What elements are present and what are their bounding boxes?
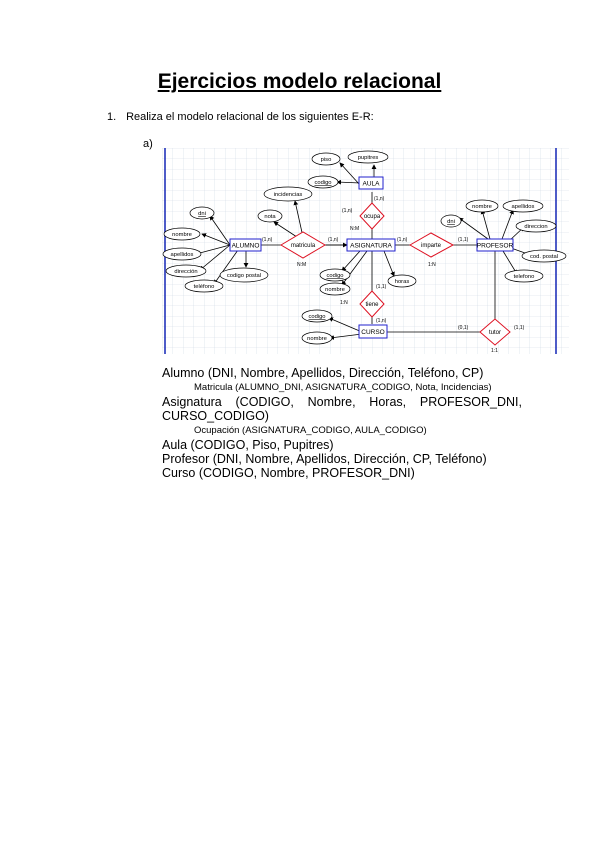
card-asignatura-imparte: (1,n) [397,237,408,243]
entity-alumno [229,238,262,252]
attribute-asignatura-horas [387,274,417,288]
attribute-curso-codigo-label: codigo [308,314,325,320]
card-ocupa-aula: (1,n) [374,196,385,202]
relationship-tutor [479,318,511,346]
card-tutor-ratio: 1:1 [491,348,498,354]
attribute-asignatura-nombre-label: nombre [325,287,345,293]
relationship-tiene [359,290,385,318]
attribute-aula-pupitres [347,150,389,164]
attribute-asignatura-codigo [319,268,351,282]
relationship-ocupa [359,202,385,230]
attribute-profesor-apellidos-label: apellidos [512,204,535,210]
card-asignatura-tiene: (1,1) [376,284,387,290]
entity-curso-label: CURSO [361,329,384,336]
attribute-asignatura-horas-label: horas [395,279,410,285]
entity-asignatura [346,238,396,252]
attribute-alumno-dni-label: dni [198,211,206,217]
attribute-alumno-nombre [163,227,201,241]
relationship-matricula [280,231,326,259]
entity-aula [358,176,384,190]
attribute-alumno-apellidos [162,247,202,261]
relation-alumno: Alumno (DNI, Nombre, Apellidos, Direcció… [162,366,484,380]
attribute-matricula-nota [257,209,283,223]
attribute-asignatura-nombre [319,282,351,296]
attribute-profesor-telefono-label: telefono [514,274,535,280]
card-tutor-profesor: (1,1) [514,325,525,331]
card-asignatura-ocupa: (1,n) [342,208,353,214]
relational-schema: Alumno (DNI, Nombre, Apellidos, Direcció… [162,366,522,480]
card-matricula-ratio: N:M [297,262,306,268]
attribute-matricula-incidencias-label: incidencias [274,192,303,198]
relation-curso: Curso (CODIGO, Nombre, PROFESOR_DNI) [162,466,415,480]
attribute-profesor-apellidos [502,199,544,213]
attribute-profesor-direccion [515,219,557,233]
attribute-aula-piso [311,152,341,166]
card-alumno-matricula: (1,n) [262,237,273,243]
relationship-imparte [408,232,455,258]
attribute-profesor-telefono [504,269,544,283]
attribute-profesor-cp [521,249,567,263]
attribute-alumno-direccion [165,264,207,278]
relationship-tiene-label: tiene [365,302,379,308]
attribute-alumno-apellidos-label: apellidos [171,252,194,258]
relationship-ocupa-label: ocupa [364,214,381,220]
attribute-profesor-dni-label: dni [447,219,455,225]
attribute-profesor-direccion-label: direccion [524,224,547,230]
attribute-alumno-cp [219,267,269,283]
card-ocupa-ratio: N:M [350,226,359,232]
attribute-alumno-nombre-label: nombre [172,232,192,238]
entity-profesor-label: PROFESOR [477,243,514,250]
attribute-aula-codigo [307,175,339,189]
relation-ocupacion: Ocupación (ASIGNATURA_CODIGO, AULA_CODIG… [194,425,427,436]
relation-profesor: Profesor (DNI, Nombre, Apellidos, Direcc… [162,452,487,466]
attribute-curso-codigo [301,309,333,323]
entity-aula-label: AULA [363,181,381,188]
card-curso-tutor: (0,1) [458,325,469,331]
attribute-profesor-nombre [465,199,499,213]
attribute-profesor-dni [440,214,462,228]
card-imparte-profesor: (1,1) [458,237,469,243]
attribute-asignatura-codigo-label: codigo [326,273,343,279]
relation-matricula: Matricula (ALUMNO_DNI, ASIGNATURA_CODIGO… [194,382,492,393]
attribute-aula-pupitres-label: pupitres [358,155,379,161]
attribute-curso-nombre [301,331,333,345]
entity-alumno-label: ALUMNO [232,243,260,250]
attribute-alumno-telefono [184,279,224,293]
attribute-matricula-incidencias [263,186,313,202]
question-text: Realiza el modelo relacional de los sigu… [126,111,374,123]
question-1: 1. Realiza el modelo relacional de los s… [107,111,374,123]
question-number: 1. [107,111,117,123]
attribute-alumno-cp-label: codigo postal [227,273,261,279]
card-imparte-ratio: 1:N [428,262,436,268]
card-tiene-ratio: 1:N [340,300,348,306]
entity-profesor [476,238,514,252]
card-tiene-curso: (1,n) [376,318,387,324]
attribute-aula-piso-label: piso [321,157,332,163]
relationship-imparte-label: imparte [421,243,442,249]
document-title: Ejercicios modelo relacional [157,70,442,93]
relation-asignatura-line1: Asignatura (CODIGO, Nombre, Horas, PROFE… [162,395,522,409]
relationship-tutor-label: tutor [489,330,501,336]
er-diagram: ALUMNO ASIGNATURA PROFESOR AULA CURSO ma… [162,148,569,354]
sub-question-label: a) [143,138,153,150]
attribute-alumno-dni [189,206,215,220]
attribute-profesor-nombre-label: nombre [472,204,492,210]
relation-asignatura-line2: CURSO_CODIGO) [162,409,269,423]
card-matricula-asignatura: (1,n) [328,237,339,243]
attribute-profesor-cp-label: cod. postal [530,254,558,260]
entity-asignatura-label: ASIGNATURA [350,243,392,250]
attribute-curso-nombre-label: nombre [307,336,327,342]
attribute-aula-codigo-label: codigo [314,180,331,186]
relationship-matricula-label: matricula [291,243,316,249]
relation-aula: Aula (CODIGO, Piso, Pupitres) [162,438,334,452]
entity-curso [358,324,388,339]
attribute-matricula-nota-label: nota [264,214,276,220]
attribute-alumno-telefono-label: teléfono [194,284,215,290]
attribute-alumno-direccion-label: dirección [174,269,197,275]
